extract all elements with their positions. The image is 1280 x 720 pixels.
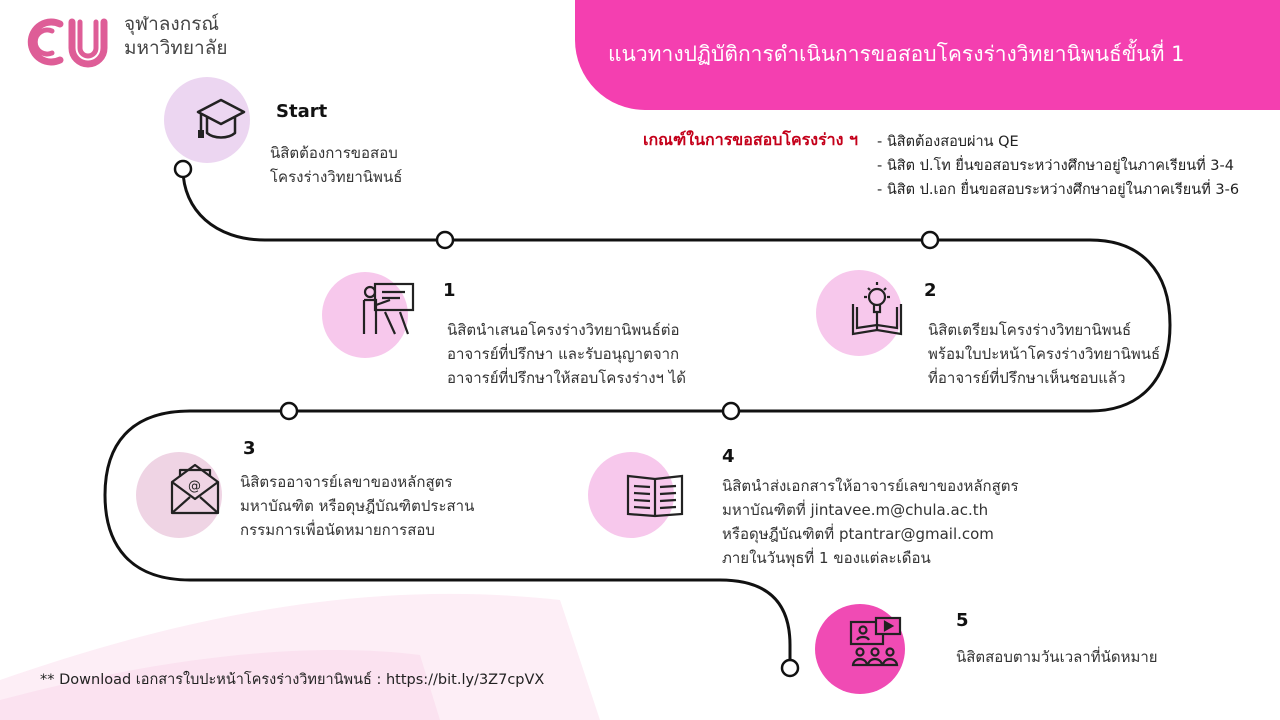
step-1-label: 1	[443, 280, 456, 301]
page-title: แนวทางปฏิบัติการดำเนินการขอสอบโครงร่างวิ…	[608, 42, 1185, 66]
step-5-description: นิสิตสอบตามวันเวลาที่นัดหมาย	[956, 648, 1158, 666]
path-nodes	[173, 159, 940, 678]
criteria-item: - นิสิตต้องสอบผ่าน QE	[877, 134, 1019, 150]
path-node	[279, 401, 299, 421]
path-node	[721, 401, 741, 421]
path-node	[780, 658, 800, 678]
step-2-label: 2	[924, 280, 937, 301]
step-3-description: นิสิตรออาจารย์เลขาของหลักสูตร มหาบัณฑิต …	[240, 473, 475, 539]
header-banner	[575, 0, 1280, 110]
criteria-item: - นิสิต ป.เอก ยื่นขอสอบระหว่างศึกษาอยู่ใ…	[877, 182, 1240, 198]
criteria-list: - นิสิตต้องสอบผ่าน QE - นิสิต ป.โท ยื่นข…	[877, 130, 1239, 202]
step-2-circle	[816, 270, 902, 356]
step-2-description: นิสิตเตรียมโครงร่างวิทยานิพนธ์ พร้อมใบปะ…	[928, 321, 1161, 387]
step-3-circle	[136, 452, 222, 538]
university-name: จุฬาลงกรณ์ มหาวิทยาลัย	[124, 13, 228, 59]
criteria-title: เกณฑ์ในการขอสอบโครงร่าง ฯ	[643, 130, 859, 149]
step-1-description: นิสิตนำเสนอโครงร่างวิทยานิพนธ์ต่อ อาจารย…	[447, 321, 686, 387]
path-node	[173, 159, 193, 179]
download-footnote[interactable]: ** Download เอกสารใบปะหน้าโครงร่างวิทยาน…	[40, 672, 545, 688]
criteria-item: - นิสิต ป.โท ยื่นขอสอบระหว่างศึกษาอยู่ใน…	[877, 158, 1234, 174]
path-node	[920, 230, 940, 250]
cu-logo-icon	[27, 18, 108, 68]
step-3-label: 3	[243, 438, 256, 459]
step-4-label: 4	[722, 446, 735, 467]
step-4-description: นิสิตนำส่งเอกสารให้อาจารย์เลขาของหลักสูต…	[722, 477, 1019, 567]
step-5-label: 5	[956, 610, 969, 631]
step-4-circle	[588, 452, 674, 538]
start-label: Start	[276, 101, 328, 122]
path-node	[435, 230, 455, 250]
start-description: นิสิตต้องการขอสอบ โครงร่างวิทยานิพนธ์	[270, 144, 403, 186]
svg-text:@: @	[188, 479, 201, 494]
